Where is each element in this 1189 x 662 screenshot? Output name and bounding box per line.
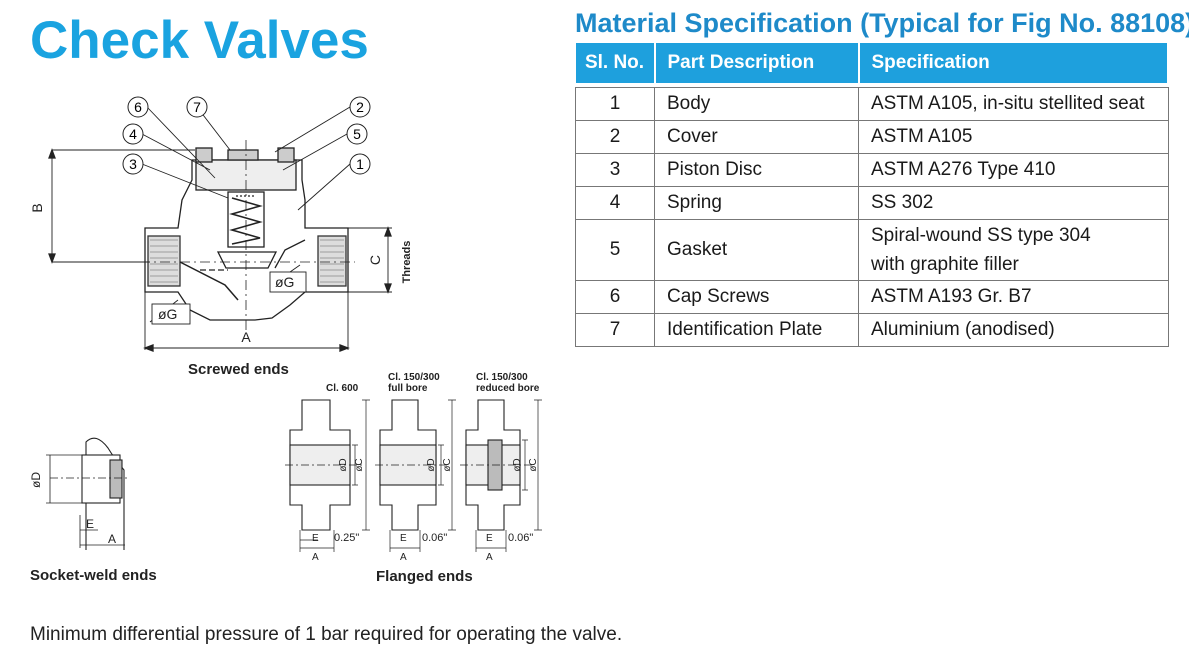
flanged-raised-1: 0.25" — [334, 532, 359, 544]
material-spec-table: Sl. No. Part Description Specification 1… — [575, 43, 1169, 347]
threads-label: Threads — [401, 241, 413, 284]
flanged-d-3: øD — [512, 458, 523, 471]
callout-2: 2 — [356, 99, 364, 115]
cell-no: 4 — [575, 186, 655, 220]
callouts: 6 7 4 3 2 5 1 — [122, 96, 371, 175]
flanged-label-3b: reduced bore — [476, 383, 540, 394]
header-specification: Specification — [858, 43, 1169, 83]
flanged-raised-3: 0.06" — [508, 532, 533, 544]
flanged-e-2: E — [400, 533, 407, 544]
cell-part: Spring — [654, 186, 859, 220]
table-row: 7 Identification Plate Aluminium (anodis… — [575, 313, 1169, 347]
callout-1: 1 — [356, 156, 364, 172]
flanged-c-3: øC — [528, 458, 539, 471]
cell-spec-line1: Spiral-wound SS type 304 — [871, 225, 1091, 246]
table-row: 5 Gasket Spiral-wound SS type 304 with gr… — [575, 219, 1169, 281]
flanged-cl150-reduced — [460, 399, 542, 552]
callout-5: 5 — [353, 126, 361, 142]
flanged-label-1: Cl. 600 — [326, 383, 359, 394]
flanged-a-2: A — [400, 552, 407, 563]
flanged-a-1: A — [312, 552, 319, 563]
cell-spec: Aluminium (anodised) — [858, 313, 1169, 347]
table-row: 2 Cover ASTM A105 — [575, 120, 1169, 154]
table-header-row: Sl. No. Part Description Specification — [575, 43, 1169, 83]
cell-spec: SS 302 — [858, 186, 1169, 220]
flanged-a-3: A — [486, 552, 493, 563]
flanged-label-3a: Cl. 150/300 — [476, 372, 528, 383]
cell-part: Body — [654, 87, 859, 121]
flanged-e-3: E — [486, 533, 493, 544]
socket-weld-caption: Socket-weld ends — [30, 567, 157, 584]
flanged-label-2b: full bore — [388, 383, 428, 394]
page-title: Check Valves — [30, 11, 369, 70]
flanged-d-1: øD — [338, 458, 349, 471]
cell-spec: ASTM A193 Gr. B7 — [858, 280, 1169, 314]
cell-part: Gasket — [654, 219, 859, 281]
cell-spec: ASTM A105, in-situ stellited seat — [858, 87, 1169, 121]
table-row: 4 Spring SS 302 — [575, 186, 1169, 220]
callout-6: 6 — [134, 99, 142, 115]
cell-no: 2 — [575, 120, 655, 154]
dim-g-label: øG — [158, 306, 177, 322]
flanged-c-1: øC — [354, 458, 365, 471]
flanged-label-2a: Cl. 150/300 — [388, 372, 440, 383]
flanged-e-1: E — [312, 533, 319, 544]
socket-dim-d: øD — [29, 472, 43, 488]
flanged-cl600 — [285, 399, 370, 552]
cell-no: 6 — [575, 280, 655, 314]
cell-part: Identification Plate — [654, 313, 859, 347]
socket-weld-drawing — [46, 437, 130, 550]
cell-no: 7 — [575, 313, 655, 347]
screwed-ends-caption: Screwed ends — [188, 361, 289, 378]
table-row: 3 Piston Disc ASTM A276 Type 410 — [575, 153, 1169, 187]
callout-4: 4 — [129, 126, 137, 142]
socket-dim-a: A — [108, 532, 116, 546]
header-sl-no: Sl. No. — [575, 43, 656, 83]
flanged-ends-caption: Flanged ends — [376, 568, 473, 585]
table-row: 6 Cap Screws ASTM A193 Gr. B7 — [575, 280, 1169, 314]
cell-part: Cover — [654, 120, 859, 154]
flanged-raised-2: 0.06" — [422, 532, 447, 544]
dim-c-label: C — [367, 255, 383, 265]
dim-b-label: B — [29, 203, 45, 212]
cell-part: Cap Screws — [654, 280, 859, 314]
cell-part: Piston Disc — [654, 153, 859, 187]
flanged-d-2: øD — [426, 458, 437, 471]
cell-no: 1 — [575, 87, 655, 121]
flanged-c-2: øC — [442, 458, 453, 471]
flanged-cl150-full — [375, 399, 456, 552]
cell-spec: ASTM A105 — [858, 120, 1169, 154]
cell-spec: Spiral-wound SS type 304 with graphite fi… — [858, 219, 1169, 281]
callout-3: 3 — [129, 156, 137, 172]
socket-dim-e: E — [86, 517, 94, 531]
callout-7: 7 — [193, 99, 201, 115]
operating-note: Minimum differential pressure of 1 bar r… — [30, 624, 623, 645]
cell-no: 3 — [575, 153, 655, 187]
dim-g-label: øG — [275, 274, 294, 290]
valve-technical-drawing: 6 7 4 3 2 5 1 B A C øG øG Threads Screwe… — [29, 96, 542, 585]
cell-no: 5 — [575, 219, 655, 281]
cell-spec-line2: with graphite filler — [871, 254, 1019, 275]
dim-a-label: A — [241, 329, 251, 345]
table-row: 1 Body ASTM A105, in-situ stellited seat — [575, 87, 1169, 121]
screwed-ends-drawing — [48, 106, 392, 352]
spec-title: Material Specification (Typical for Fig … — [575, 8, 1189, 38]
header-part-description: Part Description — [654, 43, 860, 83]
cell-spec: ASTM A276 Type 410 — [858, 153, 1169, 187]
